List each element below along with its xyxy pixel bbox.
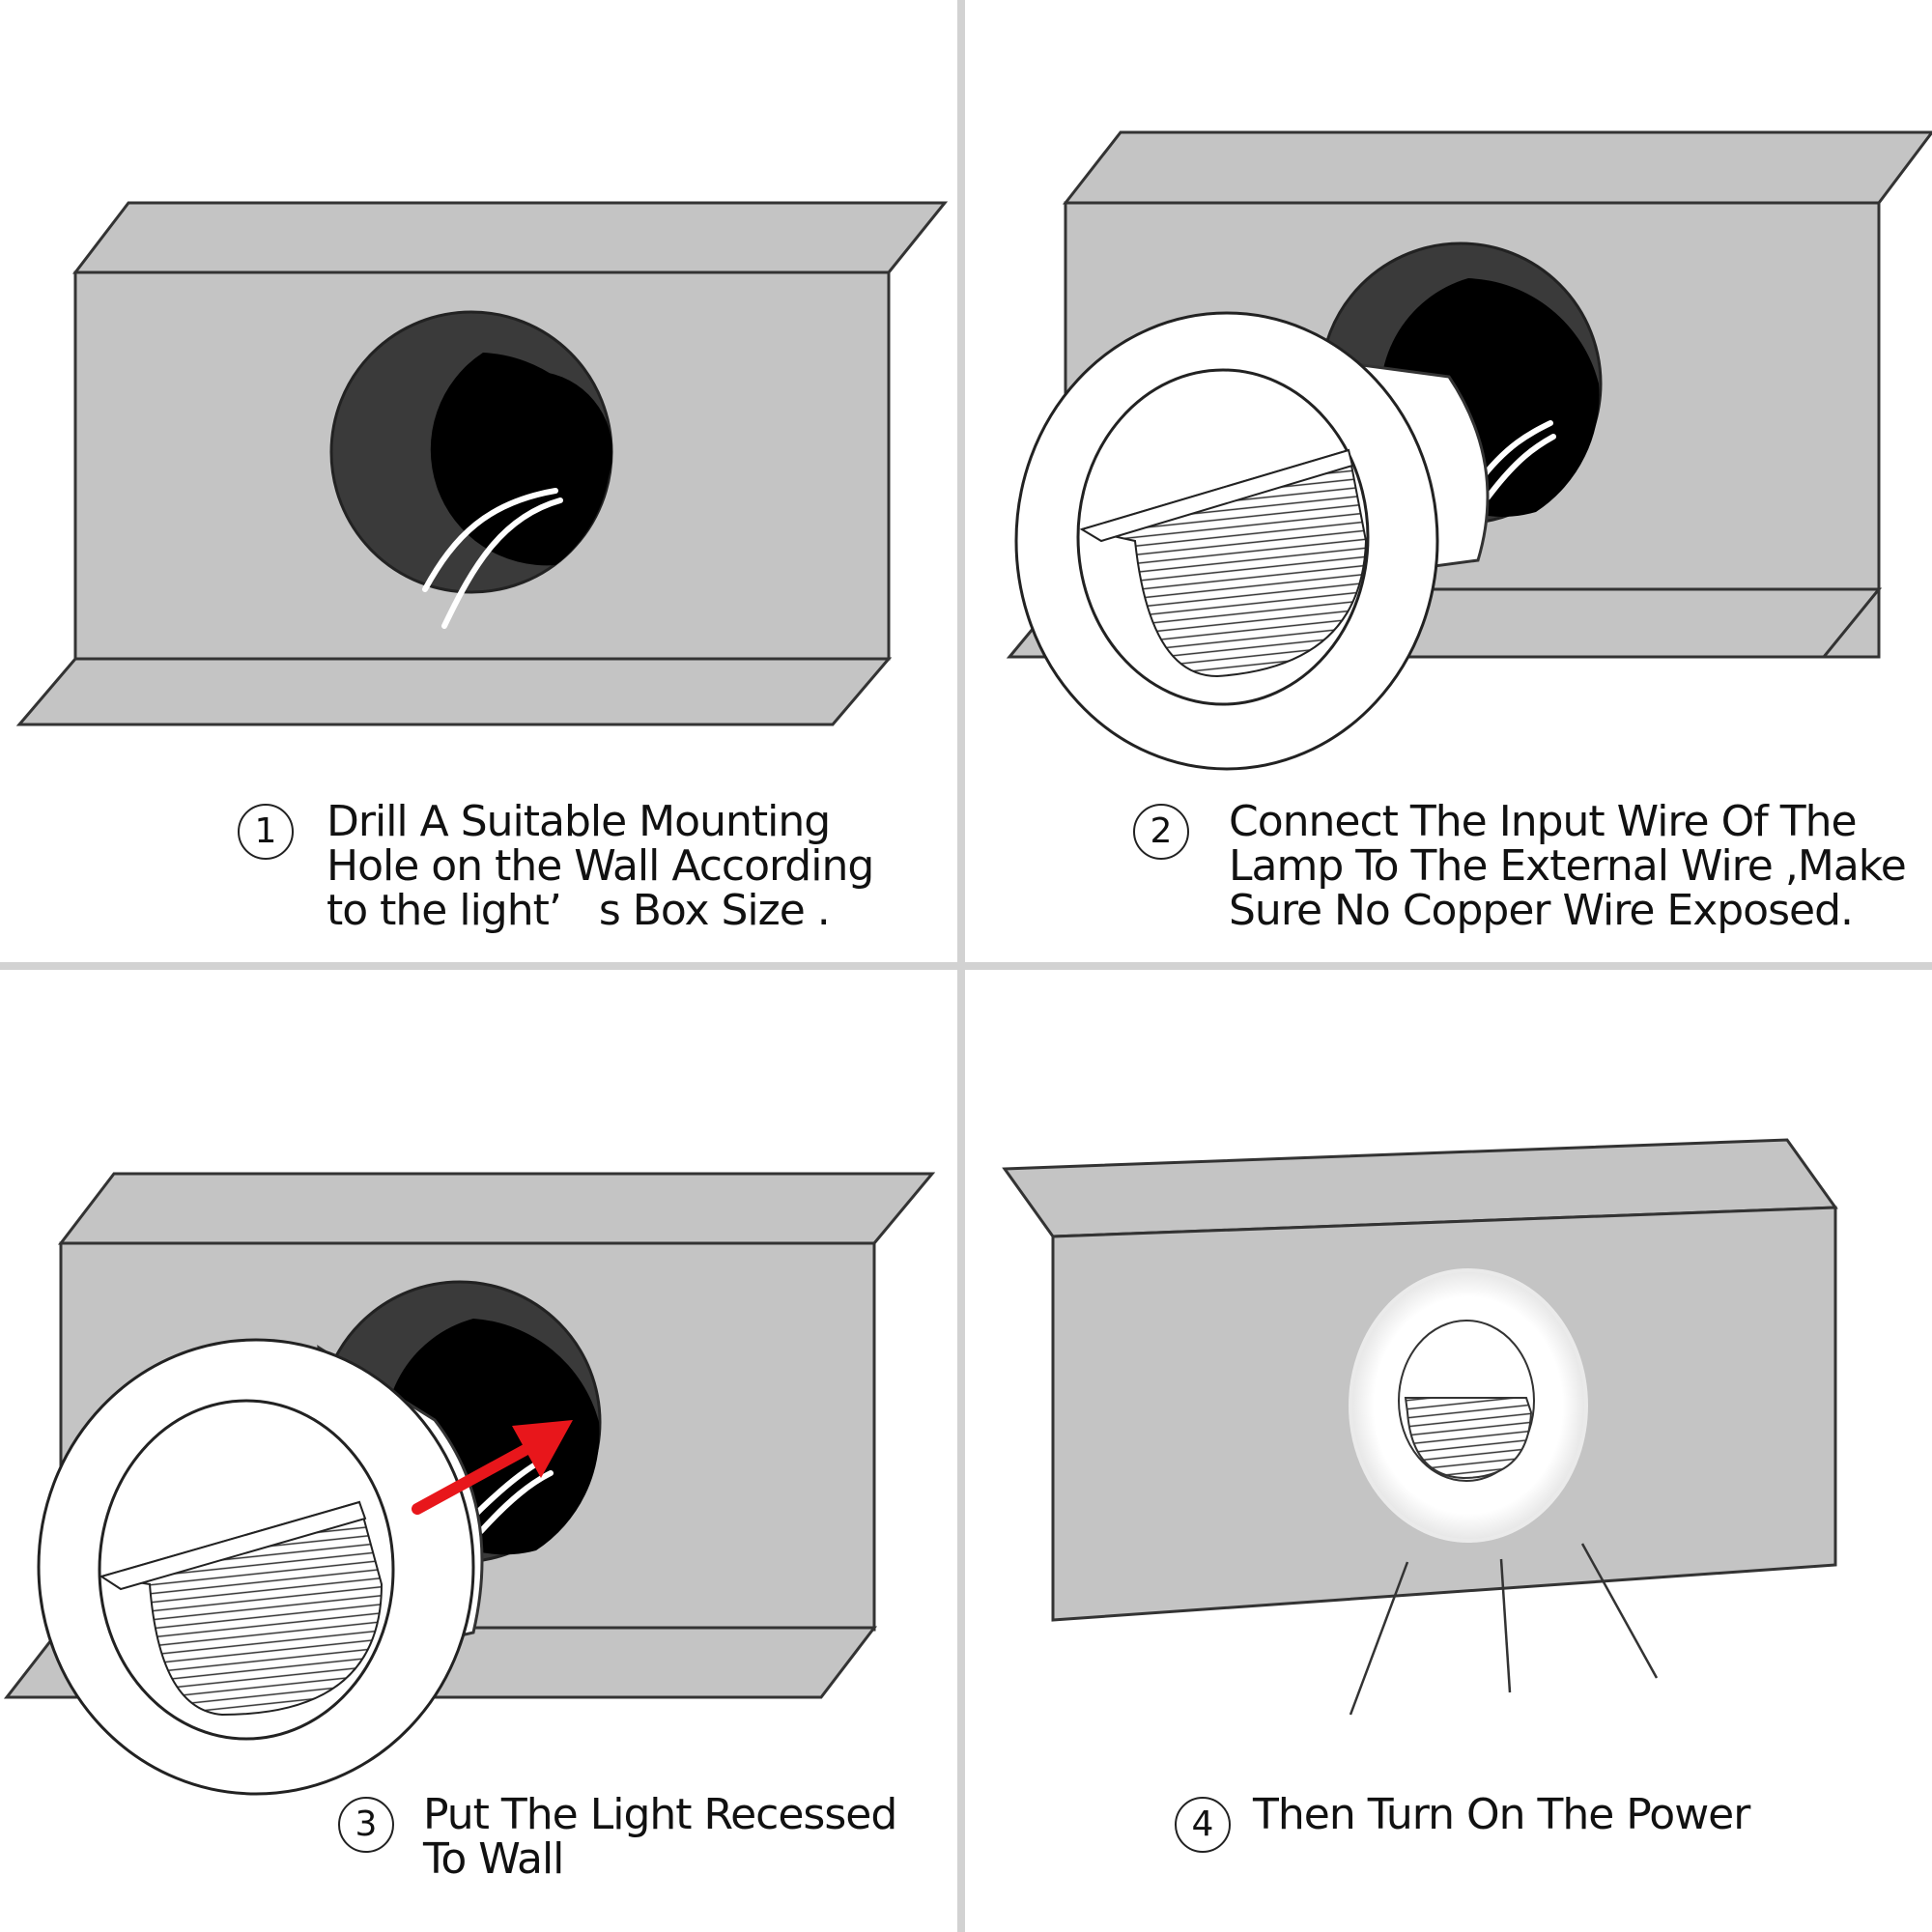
wall-top-ledge: [57, 1172, 936, 1245]
step-2-illustration: [1006, 130, 1932, 771]
step-1-number: 1: [238, 804, 294, 860]
step-1-line-2: Hole on the Wall According: [327, 841, 874, 891]
lamp-fixture-icon: [1349, 1268, 1588, 1543]
step-3-line-2: To Wall: [423, 1834, 564, 1884]
step-2-line-2: Lamp To The External Wire ,Make: [1229, 841, 1907, 891]
step-1-caption: Drill A Suitable Mounting Hole on the Wa…: [327, 797, 874, 935]
step-2-line-1: Connect The Input Wire Of The: [1229, 797, 1858, 846]
mounting-hole-icon: [329, 310, 613, 594]
step-4-illustration: [1002, 1138, 1838, 1716]
step-2-line-3: Sure No Copper Wire Exposed.: [1229, 886, 1854, 935]
light-ray-icon: [1349, 1543, 1659, 1716]
step-1-line-3: to the light’ s Box Size .: [327, 886, 831, 935]
step-3-caption: Put The Light Recessed To Wall: [423, 1790, 897, 1884]
step-4-number: 4: [1175, 1797, 1231, 1853]
lamp-fixture-icon: [1014, 311, 1490, 771]
insert-arrow-icon: [412, 1420, 573, 1515]
step-1-line-1: Drill A Suitable Mounting: [327, 797, 831, 846]
wall-top-ledge: [71, 201, 949, 274]
step-3-line-1: Put The Light Recessed: [423, 1790, 897, 1839]
wall-top-ledge: [1062, 130, 1932, 205]
step-2-number: 2: [1133, 804, 1189, 860]
step-3-illustration: [3, 1172, 936, 1796]
step-3-number: 3: [338, 1797, 394, 1853]
step-4-line-1: Then Turn On The Power: [1253, 1790, 1750, 1839]
step-2-caption: Connect The Input Wire Of The Lamp To Th…: [1229, 797, 1907, 935]
wire-icon: [422, 488, 563, 629]
step-4-caption: Then Turn On The Power: [1253, 1790, 1750, 1839]
lamp-fixture-icon: [37, 1338, 484, 1796]
step-1-illustration: [15, 201, 949, 726]
wall-bottom-ledge: [15, 657, 893, 726]
